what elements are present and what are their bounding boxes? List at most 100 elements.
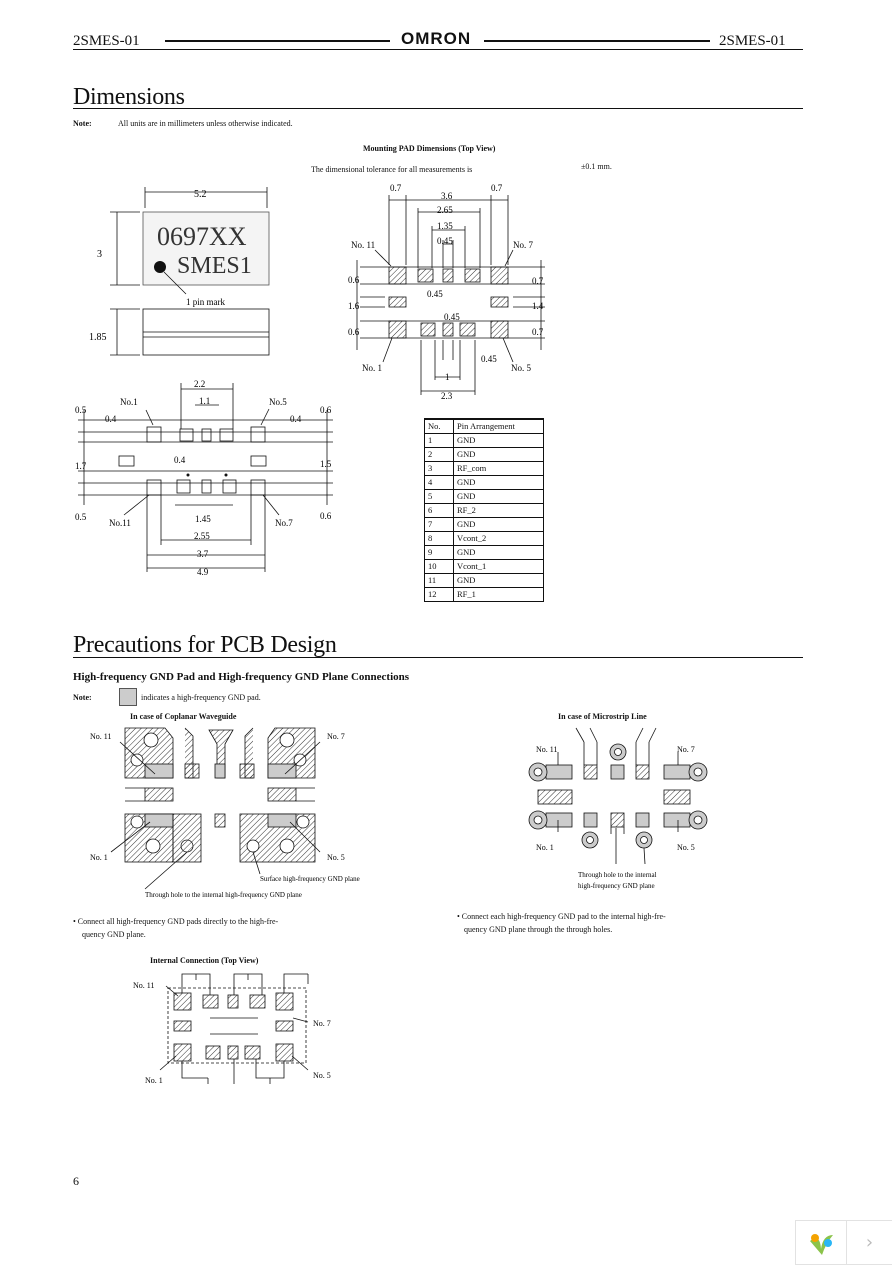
mp-dim-1-35: 1.35 bbox=[437, 221, 453, 231]
next-page-chevron-icon[interactable]: › bbox=[846, 1221, 892, 1264]
pcb-note-label: Note: bbox=[73, 693, 92, 702]
bv-right-0-4: 0.4 bbox=[290, 414, 302, 424]
note-text: All units are in millimeters unless othe… bbox=[118, 119, 293, 128]
pin-name: RF_com bbox=[453, 461, 544, 476]
pin-name: GND bbox=[453, 573, 544, 588]
gnd-pad-legend-swatch bbox=[119, 688, 137, 706]
mp-left-0-6b: 0.6 bbox=[348, 327, 360, 337]
section-title-dimensions: Dimensions bbox=[73, 84, 185, 110]
int-no1: No. 1 bbox=[145, 1076, 163, 1085]
mp-right-0-7a: 0.7 bbox=[532, 276, 544, 286]
pin-no: 9 bbox=[424, 545, 454, 560]
cpw-bullet-line2: quency GND plane. bbox=[82, 930, 146, 939]
cpw-no5: No. 5 bbox=[327, 853, 345, 862]
table-header-pin: Pin Arrangement bbox=[453, 418, 544, 434]
bv-dim-1-45: 1.45 bbox=[195, 514, 211, 524]
pin-no: 3 bbox=[424, 461, 454, 476]
ms-no1: No. 1 bbox=[536, 843, 554, 852]
table-header-no: No. bbox=[424, 418, 454, 434]
mp-no1: No. 1 bbox=[362, 363, 382, 373]
ms-bullet-line1: • Connect each high-frequency GND pad to… bbox=[457, 912, 666, 921]
bottom-view-drawing: 2.2 1.1 No.1 No.5 0.5 0.4 1.7 0.5 0.6 0.… bbox=[75, 379, 333, 577]
ms-no5: No. 5 bbox=[677, 843, 695, 852]
cpw-no11: No. 11 bbox=[90, 732, 111, 741]
cpw-no7: No. 7 bbox=[327, 732, 345, 741]
internal-connection-title: Internal Connection (Top View) bbox=[150, 956, 259, 965]
mp-dim-0-45b: 0.45 bbox=[427, 289, 443, 299]
tolerance-value: ±0.1 mm. bbox=[581, 162, 612, 171]
pin-no: 1 bbox=[424, 433, 454, 448]
coplanar-waveguide-drawing: No. 11 No. 7 No. 1 No. 5 Surface high-fr… bbox=[90, 727, 360, 899]
mp-dim-2-65: 2.65 bbox=[437, 205, 453, 215]
mounting-pad-drawing: 0.7 3.6 0.7 2.65 1.35 0.45 No. 11 No. 7 … bbox=[348, 183, 545, 401]
bv-right-1-5: 1.5 bbox=[320, 459, 332, 469]
bv-no7: No.7 bbox=[275, 518, 293, 528]
pin-no: 12 bbox=[424, 587, 454, 602]
cpw-through-label: Through hole to the internal high-freque… bbox=[145, 891, 302, 899]
ms-no7: No. 7 bbox=[677, 745, 695, 754]
mounting-pad-title: Mounting PAD Dimensions (Top View) bbox=[363, 144, 496, 153]
header-rule-left bbox=[165, 40, 390, 42]
brand-logo: OMRON bbox=[401, 29, 472, 48]
pin-no: 10 bbox=[424, 559, 454, 574]
pin-name: GND bbox=[453, 475, 544, 490]
header-rule-right bbox=[484, 40, 710, 42]
bv-no1: No.1 bbox=[120, 397, 138, 407]
viewer-nav-widget: › bbox=[795, 1220, 892, 1265]
cpw-surface-label: Surface high-frequency GND plane bbox=[260, 875, 360, 883]
page-number: 6 bbox=[73, 1174, 79, 1188]
dim-thickness: 1.85 bbox=[89, 332, 107, 343]
dim-height: 3 bbox=[97, 249, 102, 260]
ms-through-label-2: high-frequency GND plane bbox=[578, 882, 655, 890]
section-rule-pcb bbox=[73, 657, 803, 658]
pin-no: 8 bbox=[424, 531, 454, 546]
note-label: Note: bbox=[73, 119, 92, 128]
pin-name: RF_1 bbox=[453, 587, 544, 602]
pin-no: 11 bbox=[424, 573, 454, 588]
viewer-logo-icon bbox=[806, 1229, 836, 1264]
pin-no: 4 bbox=[424, 475, 454, 490]
mp-dim-0-45d: 0.45 bbox=[481, 354, 497, 364]
internal-connection-drawing: No. 11 No. 7 No. 1 No. 5 bbox=[133, 973, 331, 1085]
pcb-subtitle: High-frequency GND Pad and High-frequenc… bbox=[73, 671, 410, 683]
pin-no: 2 bbox=[424, 447, 454, 462]
bv-right-0-6b: 0.6 bbox=[320, 511, 332, 521]
mp-right-1-4: 1.4 bbox=[532, 301, 544, 311]
section-rule-dimensions bbox=[73, 108, 803, 109]
int-no7: No. 7 bbox=[313, 1019, 331, 1028]
pin-name: GND bbox=[453, 545, 544, 560]
mp-no11: No. 11 bbox=[351, 240, 375, 250]
microstrip-drawing: No. 11 No. 7 No. 1 No. 5 Through hole to… bbox=[528, 727, 708, 890]
bv-left-0-5a: 0.5 bbox=[75, 405, 87, 415]
pin-name: RF_2 bbox=[453, 503, 544, 518]
cpw-title: In case of Coplanar Waveguide bbox=[130, 712, 237, 721]
package-marking-line2: SMES1 bbox=[177, 253, 252, 279]
pin-name: Vcont_1 bbox=[453, 559, 544, 574]
bv-no11: No.11 bbox=[109, 518, 131, 528]
pin-name: GND bbox=[453, 447, 544, 462]
pin-name: GND bbox=[453, 517, 544, 532]
pin-mark-label: 1 pin mark bbox=[186, 297, 225, 307]
dim-width: 5.2 bbox=[194, 189, 207, 200]
cpw-bullet-line1: • Connect all high-frequency GND pads di… bbox=[73, 917, 279, 926]
section-title-pcb: Precautions for PCB Design bbox=[73, 632, 337, 658]
bv-dim-1-1: 1.1 bbox=[199, 396, 210, 406]
int-no5: No. 5 bbox=[313, 1071, 331, 1080]
pin-name: GND bbox=[453, 433, 544, 448]
ms-title: In case of Microstrip Line bbox=[558, 712, 647, 721]
mp-no7: No. 7 bbox=[513, 240, 533, 250]
tolerance-text: The dimensional tolerance for all measur… bbox=[311, 165, 473, 174]
mp-dim-3-6: 3.6 bbox=[441, 191, 453, 201]
package-outline-drawing: 5.2 3 1.85 0697XX SMES1 1 pin mark bbox=[89, 187, 270, 356]
mp-right-0-7b: 0.7 bbox=[532, 327, 544, 337]
ms-no11: No. 11 bbox=[536, 745, 557, 754]
mp-no5: No. 5 bbox=[511, 363, 531, 373]
